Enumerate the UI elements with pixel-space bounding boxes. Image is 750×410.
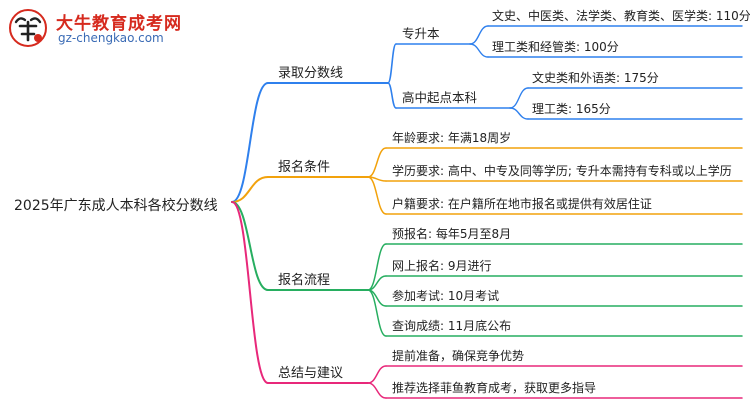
- leaf-node-2-3[interactable]: 查询成绩: 11月底公布: [392, 318, 511, 333]
- leaf-node-2-0[interactable]: 预报名: 每年5月至8月: [392, 226, 511, 241]
- branch-node-3[interactable]: 总结与建议: [278, 366, 343, 381]
- connector-root-1: [231, 176, 269, 203]
- branch-node-0[interactable]: 录取分数线: [278, 66, 343, 81]
- leaf-node-0-0-1[interactable]: 理工类和经管类: 100分: [492, 39, 619, 54]
- bull-logo-icon: [9, 9, 47, 47]
- logo-title: 大牛教育成考网: [56, 14, 182, 34]
- connector-2-0: [367, 243, 387, 291]
- logo-url: gz-chengkao.com: [58, 31, 164, 45]
- connector-1-2: [367, 176, 387, 215]
- connector-root-3: [231, 201, 269, 384]
- site-logo[interactable]: 大牛教育成考网 gz-chengkao.com: [8, 6, 208, 50]
- connector-3-0: [367, 365, 387, 384]
- branch-node-2[interactable]: 报名流程: [278, 272, 330, 288]
- leaf-node-0-0-0[interactable]: 文史、中医类、法学类、教育类、医学类: 110分: [492, 8, 750, 23]
- leaf-node-3-0[interactable]: 提前准备，确保竞争优势: [392, 348, 524, 363]
- leaf-node-0-1-0[interactable]: 文史类和外语类: 175分: [532, 70, 659, 85]
- leaf-node-1-0[interactable]: 年龄要求: 年满18周岁: [392, 130, 511, 145]
- sub-node-0-1[interactable]: 高中起点本科: [402, 90, 478, 105]
- connector-0-1-0: [509, 87, 529, 109]
- connector-0-0-0: [469, 25, 489, 45]
- connector-root-0: [231, 82, 269, 203]
- connector-root-2: [231, 201, 269, 291]
- leaf-node-2-1[interactable]: 网上报名: 9月进行: [392, 258, 492, 273]
- leaf-node-0-1-1[interactable]: 理工类: 165分: [532, 102, 611, 116]
- leaf-node-1-2[interactable]: 户籍要求: 在户籍所在地市报名或提供有效居住证: [392, 196, 652, 211]
- leaf-node-3-1[interactable]: 推荐选择菲鱼教育成考，获取更多指导: [392, 380, 596, 395]
- sub-node-0-0[interactable]: 专升本: [402, 26, 440, 41]
- root-node[interactable]: 2025年广东成人本科各校分数线: [14, 197, 218, 214]
- connector-3-1: [367, 382, 387, 399]
- branch-node-1[interactable]: 报名条件: [278, 159, 330, 175]
- connector-0-0-1: [469, 43, 489, 58]
- connector-0-1: [387, 82, 397, 109]
- leaf-node-2-2[interactable]: 参加考试: 10月考试: [392, 288, 499, 303]
- connector-0-0: [387, 43, 397, 84]
- connector-2-3: [367, 289, 387, 337]
- connector-1-0: [367, 147, 387, 178]
- connector-0-1-1: [509, 107, 529, 120]
- leaf-node-1-1[interactable]: 学历要求: 高中、中专及同等学历; 专升本需持有专科或以上学历: [392, 163, 732, 178]
